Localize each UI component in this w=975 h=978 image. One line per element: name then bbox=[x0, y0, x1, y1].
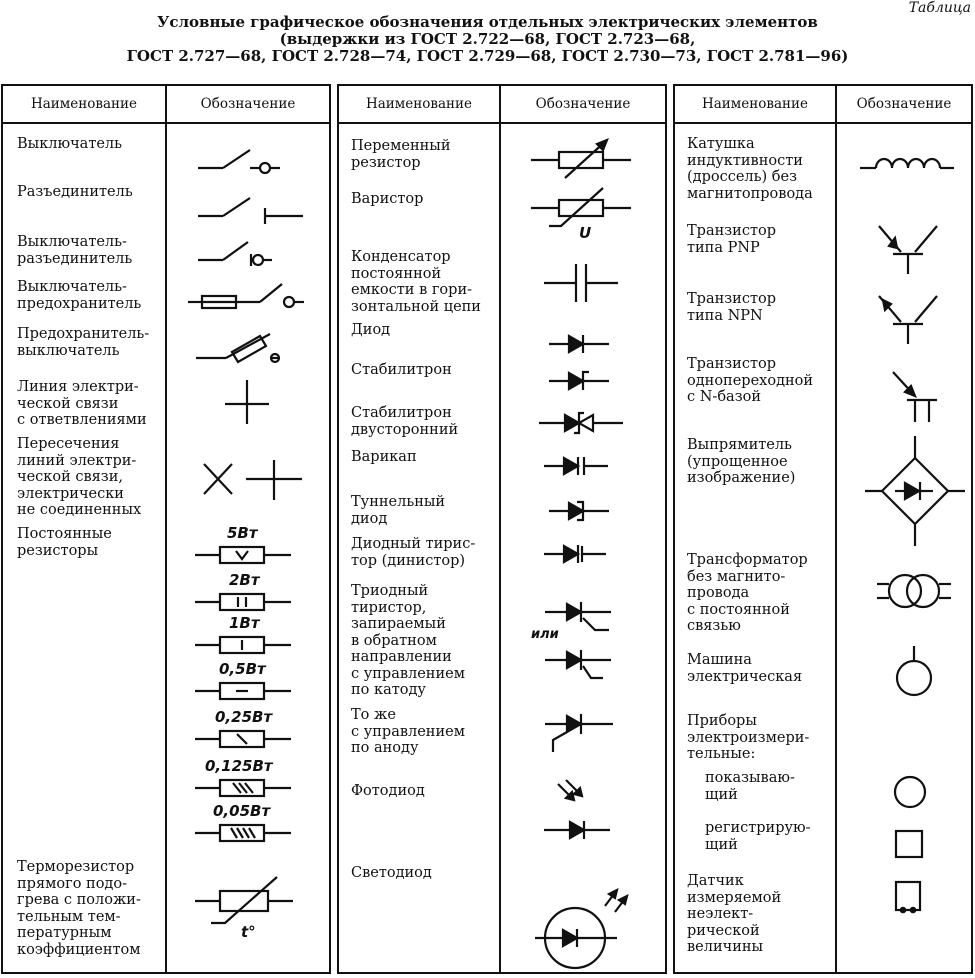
name-crossing-lines: Пересечения линий электри- ческой связи,… bbox=[17, 436, 142, 518]
page-title: Условные графическое обозначения отдельн… bbox=[0, 14, 975, 65]
title-line-2: (выдержки из ГОСТ 2.722—68, ГОСТ 2.723—6… bbox=[279, 30, 696, 48]
bidirectional-zener-symbol bbox=[539, 411, 623, 435]
name-sensor: Датчик измеряемой неэлект- рической вели… bbox=[687, 873, 782, 955]
resistor-0-25w-symbol: 0,25Вт bbox=[195, 708, 291, 749]
header-name: Наименование bbox=[365, 96, 473, 112]
header-symbol: Обозначение bbox=[856, 96, 952, 112]
resistor-0-125w-symbol: 0,125Вт bbox=[195, 757, 291, 798]
resistor-label: 1Вт bbox=[229, 614, 261, 632]
column-header: Наименование Обозначение bbox=[339, 86, 665, 124]
name-npn-transistor: Транзистор типа NPN bbox=[687, 291, 776, 324]
name-led: Светодиод bbox=[351, 865, 432, 881]
led-symbol bbox=[535, 887, 629, 970]
name-varistor: Варистор bbox=[351, 191, 424, 207]
name-disconnector: Разъединитель bbox=[17, 184, 133, 200]
resistor-label: 0,5Вт bbox=[219, 660, 267, 678]
name-indicating-meter: показываю- щий bbox=[705, 770, 795, 803]
name-switch: Выключатель bbox=[17, 136, 123, 152]
header-symbol: Обозначение bbox=[200, 96, 296, 112]
resistor-0-05w-symbol: 0,05Вт bbox=[195, 802, 291, 843]
svg-text:или: или bbox=[531, 627, 559, 642]
tunnel-diode-symbol bbox=[549, 500, 609, 522]
name-photodiode: Фотодиод bbox=[351, 783, 425, 799]
varicap-symbol bbox=[544, 456, 608, 476]
branch-line-symbol bbox=[225, 380, 269, 424]
thyristor-anode-symbol bbox=[545, 714, 613, 752]
switch-symbol bbox=[198, 149, 280, 175]
ujt-symbol bbox=[892, 371, 937, 422]
diode-symbol bbox=[549, 334, 609, 354]
resistor-label: 5Вт bbox=[227, 524, 259, 542]
name-varicap: Варикап bbox=[351, 449, 417, 465]
name-variable-resistor: Переменный резистор bbox=[351, 138, 451, 171]
name-rectifier: Выпрямитель (упрощенное изображение) bbox=[687, 437, 796, 486]
electric-machine-symbol bbox=[895, 646, 933, 697]
name-triode-thyristor: Триодный тиристор, запираемый в обратном… bbox=[351, 583, 465, 698]
resistor-label: 0,25Вт bbox=[215, 708, 273, 726]
title-line-1: Условные графическое обозначения отдельн… bbox=[157, 13, 818, 31]
name-fixed-resistors: Постоянные резисторы bbox=[17, 526, 112, 559]
name-branch-line: Линия электри- ческой связи с ответвлени… bbox=[17, 379, 147, 428]
thermistor-label: t° bbox=[241, 923, 256, 941]
npn-transistor-symbol bbox=[878, 295, 938, 344]
photodiode-symbol bbox=[544, 779, 610, 840]
resistor-label: 2Вт bbox=[229, 571, 261, 589]
capacitor-symbol bbox=[544, 264, 618, 302]
table-label: Таблица bbox=[908, 0, 971, 16]
resistor-1w-symbol: 1Вт bbox=[195, 614, 291, 655]
name-meters: Приборы электроизмери- тельные: bbox=[687, 713, 810, 762]
indicating-meter-symbol bbox=[893, 775, 927, 809]
fuse-switch-symbol bbox=[196, 333, 281, 364]
name-transformer: Трансформатор без магнито- провода с пос… bbox=[687, 552, 808, 634]
header-name: Наименование bbox=[30, 96, 138, 112]
triode-thyristor-symbol bbox=[545, 602, 611, 680]
recording-meter-symbol bbox=[894, 829, 924, 859]
varistor-symbol: U bbox=[531, 187, 631, 242]
name-machine: Машина электрическая bbox=[687, 652, 803, 685]
table-column-1: Наименование Обозначение Выключатель Раз… bbox=[1, 84, 331, 974]
zener-symbol bbox=[549, 370, 609, 391]
header-symbol: Обозначение bbox=[535, 96, 631, 112]
dinistor-symbol bbox=[544, 544, 606, 564]
inductor-symbol bbox=[860, 157, 954, 170]
thermistor-symbol: t° bbox=[195, 876, 293, 941]
resistor-label: 0,125Вт bbox=[205, 757, 274, 775]
column-header: Наименование Обозначение bbox=[675, 86, 971, 124]
sensor-symbol bbox=[894, 880, 922, 914]
variable-resistor-symbol bbox=[531, 138, 631, 179]
table-column-2: Наименование Обозначение Переменный рези… bbox=[337, 84, 667, 974]
name-zener: Стабилитрон bbox=[351, 362, 452, 378]
name-pnp-transistor: Транзистор типа PNP bbox=[687, 223, 776, 256]
disconnector-symbol bbox=[198, 197, 303, 224]
name-switch-fuse: Выключатель- предохранитель bbox=[17, 279, 142, 312]
switch-fuse-symbol bbox=[188, 283, 304, 310]
header-name: Наименование bbox=[701, 96, 809, 112]
name-bidirectional-zener: Стабилитрон двусторонний bbox=[351, 405, 459, 438]
resistor-0-5w-symbol: 0,5Вт bbox=[195, 660, 291, 701]
varistor-label: U bbox=[579, 224, 591, 242]
thyristor-or-label: или bbox=[531, 627, 559, 642]
name-dinistor: Диодный тирис- тор (динистор) bbox=[351, 536, 476, 569]
name-tunnel-diode: Туннельный диод bbox=[351, 494, 446, 527]
resistor-5w-symbol: 5Вт bbox=[195, 524, 291, 565]
title-line-3: ГОСТ 2.727—68, ГОСТ 2.728—74, ГОСТ 2.729… bbox=[126, 47, 849, 65]
crossing-lines-symbol bbox=[203, 460, 302, 500]
name-recording-meter: регистрирую- щий bbox=[705, 820, 811, 853]
transformer-symbol bbox=[877, 573, 951, 609]
resistor-label: 0,05Вт bbox=[213, 802, 271, 820]
name-inductor: Катушка индуктивности (дроссель) без маг… bbox=[687, 136, 813, 202]
name-switch-disconnector: Выключатель- разъединитель bbox=[17, 234, 133, 267]
name-thyristor-anode: То же с управлением по аноду bbox=[351, 707, 465, 756]
pnp-transistor-symbol bbox=[878, 225, 938, 274]
resistor-2w-symbol: 2Вт bbox=[195, 571, 291, 612]
table-column-3: Наименование Обозначение Катушка индукти… bbox=[673, 84, 973, 974]
name-fuse-switch: Предохранитель- выключатель bbox=[17, 326, 150, 359]
switch-disconnector-symbol bbox=[198, 241, 272, 267]
name-capacitor: Конденсатор постоянной емкости в гори- з… bbox=[351, 249, 481, 315]
name-ujt: Транзистор однопереходной с N-базой bbox=[687, 356, 814, 405]
name-diode: Диод bbox=[351, 322, 391, 338]
rectifier-symbol bbox=[865, 436, 965, 546]
name-thermistor: Терморезистор прямого подо- грева с поло… bbox=[17, 859, 141, 958]
